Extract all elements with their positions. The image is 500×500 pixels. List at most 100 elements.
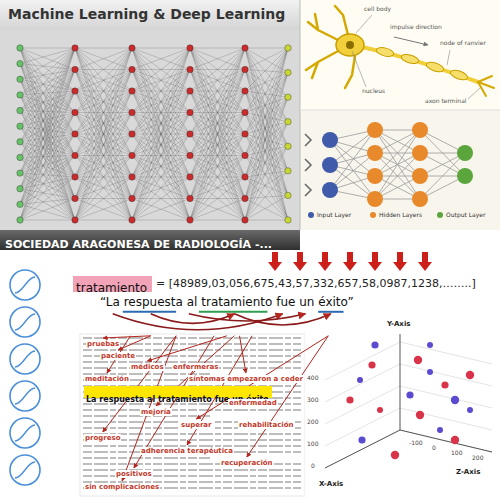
network-link [245, 48, 288, 97]
keyword-arrow [103, 336, 176, 432]
down-arrow [318, 252, 332, 271]
layer-neuron [457, 145, 473, 161]
network-link [20, 79, 75, 220]
network-link [190, 48, 245, 134]
panel-divider [300, 0, 301, 230]
network-neuron [285, 143, 291, 149]
network-link [75, 48, 132, 156]
network-link [190, 156, 245, 221]
network-link [75, 91, 132, 220]
sigmoid-curve [15, 462, 35, 478]
network-link [132, 156, 190, 221]
down-arrow [293, 252, 307, 271]
network-neuron [17, 139, 23, 145]
network-neuron [129, 66, 135, 72]
network-link [245, 97, 288, 177]
network-link [75, 48, 132, 199]
network-link [245, 73, 288, 156]
highlight-box: tratamiento [73, 276, 152, 292]
network-link [245, 73, 288, 113]
layer-neuron [367, 122, 383, 138]
network-link [245, 122, 288, 199]
neuron-panel [300, 0, 500, 110]
network-link [132, 48, 190, 91]
sigmoid-icon [10, 344, 40, 374]
network-link [20, 111, 75, 220]
network-link [190, 220, 245, 221]
network-link [20, 70, 75, 205]
network-link [20, 70, 75, 127]
keyword: mejoría [140, 408, 172, 416]
network-link [132, 48, 190, 199]
sigmoid-icon [10, 418, 40, 448]
network-link [75, 48, 132, 49]
network-link [132, 48, 190, 177]
network-link [245, 122, 288, 220]
sigmoid-circle [10, 455, 40, 485]
document-text-lines [83, 338, 301, 488]
layer-panel [300, 110, 500, 230]
network-neuron [72, 109, 78, 115]
document-arrows [103, 336, 329, 481]
myelin-sheath [400, 53, 420, 66]
sigmoid-circle [10, 270, 40, 300]
network-neuron [17, 201, 23, 207]
network-link [245, 48, 288, 199]
keyword: superar [180, 421, 213, 429]
axis-line [400, 334, 401, 430]
network-link [132, 199, 190, 221]
down-arrow [268, 252, 282, 271]
network-link [245, 122, 288, 177]
network-link [75, 199, 132, 221]
network-neuron [285, 69, 291, 75]
network-link [20, 113, 75, 221]
network-neuron [17, 186, 23, 192]
network-link [132, 48, 190, 134]
grid-line [400, 342, 492, 364]
network-link [20, 70, 75, 189]
network-neuron [129, 217, 135, 223]
underline [123, 311, 176, 313]
network-link [245, 73, 288, 177]
tick-label: 100 [450, 450, 463, 457]
network-link [20, 48, 75, 157]
dense-network [17, 45, 291, 223]
keyword: enfermedad [228, 399, 278, 407]
network-link [245, 48, 288, 70]
network-neuron [129, 131, 135, 137]
network-link [132, 177, 190, 220]
keyword: sin complicaciones [84, 483, 160, 491]
network-link [245, 91, 288, 220]
legend-text: Hidden Layers [379, 212, 422, 219]
network-neuron [187, 195, 193, 201]
leader-line [352, 51, 366, 87]
down-arrows [268, 252, 432, 271]
network-link [20, 64, 75, 177]
network-link [132, 134, 190, 220]
axis-title: Y-Axis [386, 320, 411, 328]
network-link [20, 113, 75, 205]
network-link [190, 48, 245, 199]
network-neuron [72, 152, 78, 158]
axis-line [400, 430, 492, 452]
network-link [75, 70, 132, 221]
network-link [190, 48, 245, 49]
network-neuron [187, 45, 193, 51]
network-link [190, 48, 245, 177]
keyword: paciente [100, 352, 136, 360]
network-link [75, 113, 132, 221]
network-link [190, 48, 245, 70]
network-link [20, 91, 75, 126]
network-link [75, 70, 132, 221]
network-link [132, 48, 190, 91]
network-link [20, 220, 75, 221]
chevron [305, 134, 311, 146]
network-link [75, 113, 132, 221]
network-panel [0, 30, 300, 230]
node-text: tratamiento [76, 282, 147, 296]
network-neuron [129, 174, 135, 180]
keyword-arrow [240, 336, 246, 373]
network-link [75, 48, 132, 177]
data-point [346, 396, 353, 403]
network-link [132, 48, 190, 220]
